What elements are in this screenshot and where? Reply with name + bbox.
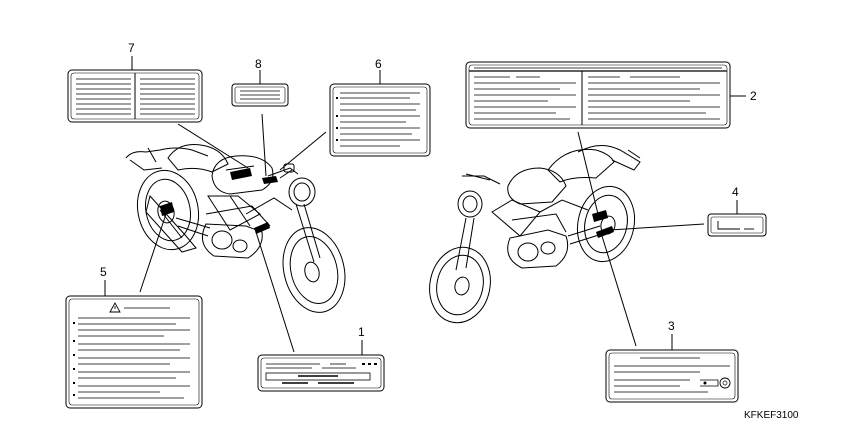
leader-1 [255,231,295,353]
callout-6: 6 [375,57,382,71]
motorcycle-left-side [429,145,641,324]
callout-5: 5 [100,265,107,279]
callout-3: 3 [668,319,675,333]
label-7: 7 [67,41,203,123]
leader-7 [177,123,249,169]
label-8: 8 [231,57,289,107]
callout-1: 1 [358,325,365,339]
callout-8: 8 [255,57,262,71]
leader-2 [577,131,599,215]
label-4: 4 [707,185,767,237]
leader-5 [139,213,167,293]
callout-2: 2 [750,89,757,103]
label-1: 1 [257,325,385,392]
leader-3 [601,235,637,347]
warning-triangle-icon [109,302,121,313]
diagram-code: KFKEF3100 [744,410,799,421]
callout-4: 4 [732,185,739,199]
motorcycle-right-side [125,144,346,313]
leader-8 [261,113,267,177]
callout-7: 7 [128,41,135,55]
leader-4 [609,223,705,231]
label-3: 3 [605,319,739,403]
leader-6 [279,131,327,171]
label-6: 6 [329,57,431,157]
label-5: 5 [65,265,203,409]
tire-icon [700,377,731,389]
label-2: 2 [465,61,757,129]
